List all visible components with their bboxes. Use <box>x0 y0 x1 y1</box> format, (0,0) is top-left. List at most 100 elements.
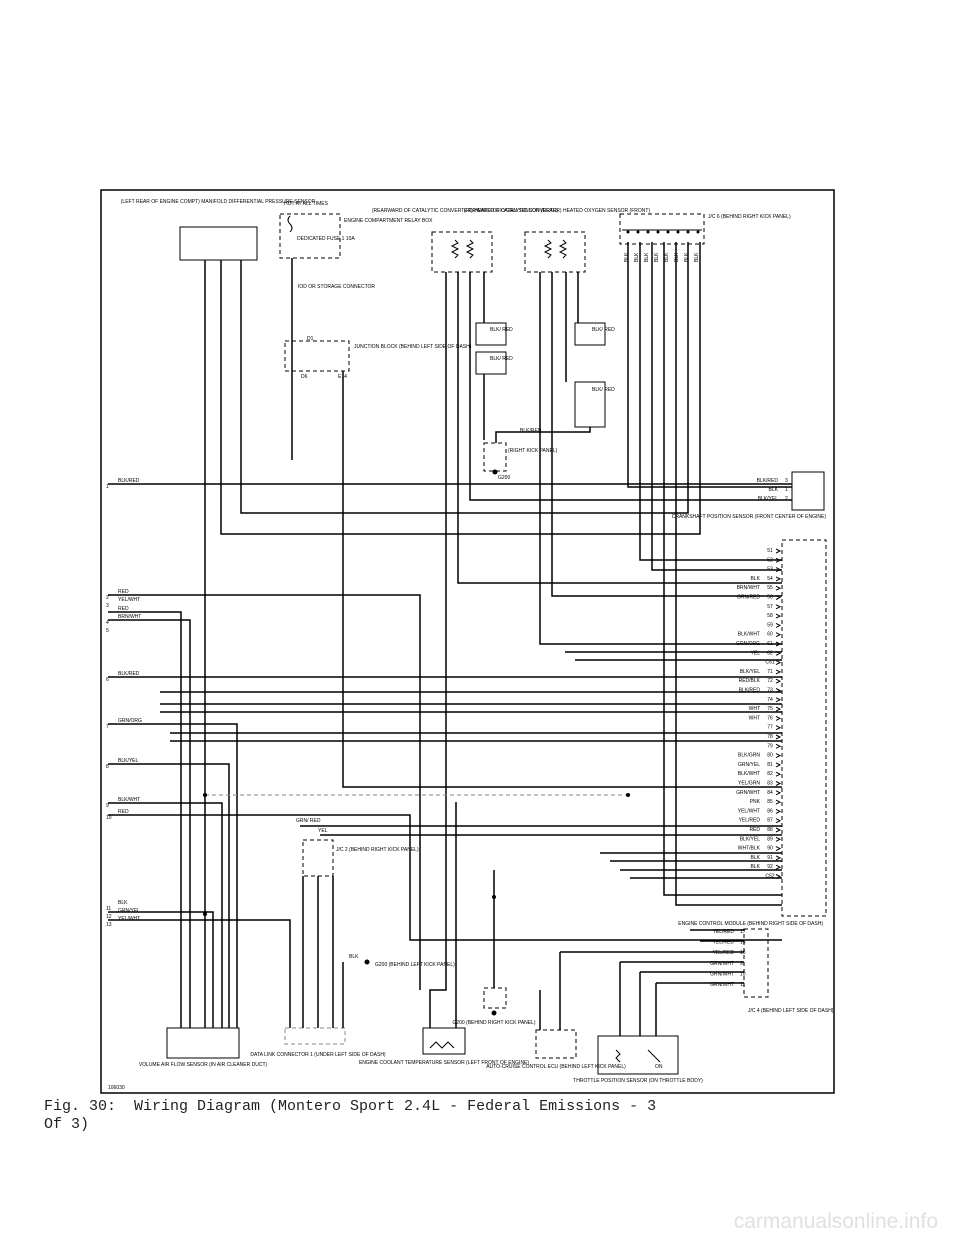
maf-label: VOLUME AIR FLOW SENSOR (IN AIR CLEANER D… <box>139 1062 268 1068</box>
grn-red-label: GRN/ RED <box>296 818 321 824</box>
ecm-pin-number: 78 <box>767 734 773 740</box>
ecm-pin-number: 60 <box>767 632 773 638</box>
tps-on-label: ON <box>655 1064 663 1070</box>
ecm-pin-number: 72 <box>767 678 773 684</box>
left-pin-number: 2 <box>106 595 109 601</box>
ecm-wire-label: BLK <box>751 855 761 861</box>
diagram-frame <box>100 189 835 1094</box>
ecm-pin-terminal <box>775 753 782 759</box>
o2-sensor-front: (FORWARD OF CATALYTIC CONVERTER) HEATED … <box>464 208 650 273</box>
ecm-pin-terminal <box>775 697 782 703</box>
ecm-pin-terminal <box>775 836 782 842</box>
g200-left-label: G200 (BEHIND LEFT KICK PANEL) <box>375 962 455 968</box>
ecm-pin-number: 89 <box>767 836 773 842</box>
ecm-wire-label: WHT/BLK <box>738 846 761 852</box>
crank-pin-number: 2 <box>785 496 788 502</box>
ecm-pin-number: 73 <box>767 688 773 694</box>
ecm-pin-terminal <box>775 595 782 600</box>
ecm-wire-label: GRN/YEL <box>738 762 760 768</box>
junction-block-label: JUNCTION BLOCK (BEHIND LEFT SIDE OF DASH… <box>354 344 472 350</box>
auto-cruise-control-ecu: AUTO-CRUISE CONTROL ECU (BEHIND LEFT KIC… <box>486 1029 626 1070</box>
left-pin-number: 3 <box>106 603 109 609</box>
d1-label: D1 <box>307 336 314 342</box>
ecm-pin-terminal <box>775 864 782 870</box>
ecm-pin-terminal <box>775 799 782 805</box>
ecm-pin-terminal <box>775 771 782 777</box>
ecm-pin-terminal <box>775 669 782 675</box>
ecm-pin-number: 92 <box>767 864 773 870</box>
ecm-pin-number: 62 <box>767 650 773 656</box>
ect-label: ENGINE COOLANT TEMPERATURE SENSOR (LEFT … <box>359 1060 529 1066</box>
ecm-pin-number: 79 <box>767 743 773 749</box>
ecm-pin-terminal <box>775 622 782 628</box>
left-pin-number: 11 <box>106 906 111 912</box>
ecm-wire-label: GRN/ORG <box>736 641 760 647</box>
ecm-pin-terminal <box>775 715 782 721</box>
ecm-wire-label: GRN/WHT <box>736 790 760 796</box>
map-sensor-label: (LEFT REAR OF ENGINE COMPT) MANIFOLD DIF… <box>121 199 316 205</box>
ecm-pin-number: 51 <box>767 548 773 554</box>
ecm-pin-terminal <box>775 743 782 749</box>
ecm-pin-terminal <box>775 790 782 796</box>
jc6-label: J/C 6 (BEHIND RIGHT KICK PANEL) <box>708 214 791 220</box>
ecm-pin-number: 54 <box>767 576 773 582</box>
iod-connector-label: IOD OR STORAGE CONNECTOR <box>298 284 375 290</box>
ecm-wire-label: BLK/RED <box>739 688 761 694</box>
jc4-pin-number: 15 <box>740 940 746 946</box>
o2-sensor-rear: (REARWARD OF CATALYTIC CONVERTER) HEATED… <box>372 208 558 273</box>
jc6-wire-label: BLK <box>694 252 700 262</box>
ecm-wire-label: RED <box>749 827 760 833</box>
ground-g200-bottom: G200 (BEHIND RIGHT KICK PANEL) <box>452 987 536 1026</box>
blk-red-label-d: BLK/ RED <box>592 387 615 393</box>
ecm-wire-label: RED/BLK <box>739 678 761 684</box>
ecm-pin-terminal <box>775 678 782 684</box>
ecm-pin-terminal <box>775 818 782 824</box>
ecm-pin-number: 81 <box>767 762 773 768</box>
g200-right-label: (RIGHT KICK PANEL) <box>508 448 558 454</box>
blk-red-label-a: BLK/ RED <box>490 327 513 333</box>
jc4-wire-label: YEL/RED <box>713 940 735 946</box>
ecm-wire-label: GRN/RED <box>737 595 760 601</box>
ecm-pin-terminal <box>775 846 782 852</box>
blk-red-label-b: BLK/ RED <box>490 356 513 362</box>
ecm-pin-terminal <box>775 734 782 740</box>
ecm-wire-label: WHT <box>749 715 760 721</box>
fuse-label: DEDICATED FUSE 1 10A <box>297 236 355 242</box>
jc6-terminal <box>686 230 690 234</box>
relay-box-hot-label: HOT AT ALL TIMES <box>284 201 329 207</box>
jc6-wire-label: BLK <box>634 252 640 262</box>
ecm-label: ENGINE CONTROL MODULE (BEHIND RIGHT SIDE… <box>678 921 823 927</box>
tps-label: THROTTLE POSITION SENSOR (ON THROTTLE BO… <box>573 1078 703 1084</box>
ecm-pin-number: 80 <box>767 753 773 759</box>
ecm-pin-number: 86 <box>767 808 773 814</box>
ecm-wire-label: BLK/GRN <box>738 753 760 759</box>
jc6-wire-label: BLK <box>624 252 630 262</box>
jc4-label: J/C 4 (BEHIND LEFT SIDE OF DASH) <box>748 1008 834 1014</box>
left-pin-number: 4 <box>106 620 109 626</box>
ground-g200-right: (RIGHT KICK PANEL) G200 <box>483 442 558 481</box>
ecm-pin-rows: 51525354BLK55BRN/WHT56GRN/RED57585960BLK… <box>736 548 782 880</box>
left-pin-wire-label: YEL/WHT <box>118 916 140 922</box>
ecm-wire-label: BLK <box>751 864 761 870</box>
crank-pin-number: 3 <box>785 478 788 484</box>
ecm-pin-terminal <box>775 632 782 638</box>
ecm-pin-number: 87 <box>767 818 773 824</box>
left-pin-number: 13 <box>106 922 112 928</box>
left-pin-wire-label: RED <box>118 589 129 595</box>
jc6-terminal <box>646 230 650 234</box>
volume-air-flow-sensor: VOLUME AIR FLOW SENSOR (IN AIR CLEANER D… <box>139 1027 268 1068</box>
ecm-wire-label: BRN/WHT <box>737 585 760 591</box>
jc6-wire-label: BLK <box>664 252 670 262</box>
crank-wire-label: BLK/RED <box>757 478 779 484</box>
ecm-pin-number: 55 <box>767 585 773 591</box>
jc6-terminal <box>626 230 630 234</box>
left-pin-wire-label: BLK/WHT <box>118 797 140 803</box>
wiring <box>108 242 792 1036</box>
ecm-pin-terminal <box>775 781 782 786</box>
ecm-wire-label: BLK <box>751 576 761 582</box>
left-pin-number: 6 <box>106 677 109 683</box>
cruise-label: AUTO-CRUISE CONTROL ECU (BEHIND LEFT KIC… <box>486 1064 626 1070</box>
ecm-pin-number: 82 <box>767 771 773 777</box>
